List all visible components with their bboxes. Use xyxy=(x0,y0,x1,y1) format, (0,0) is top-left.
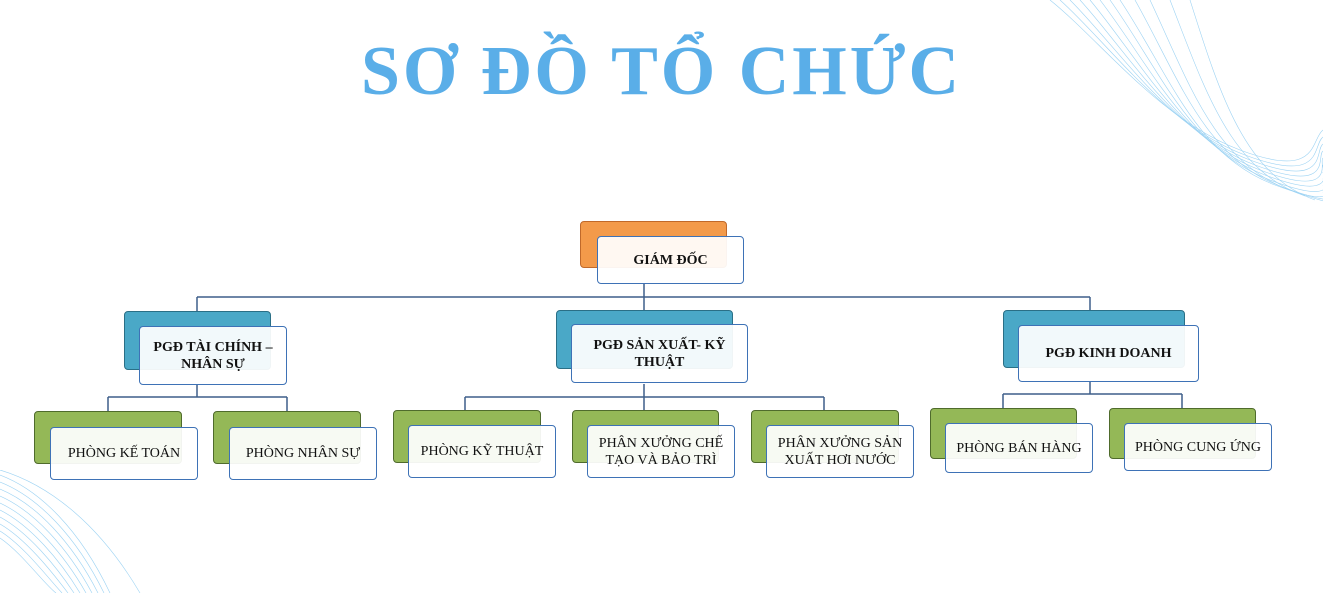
node-deputy-label: PGĐ SẢN XUẤT- KỸ THUẬT xyxy=(571,324,748,383)
node-director-label: GIÁM ĐỐC xyxy=(597,236,744,284)
connector-dept-bus-2 xyxy=(464,384,825,410)
connector-dept-bus-1 xyxy=(107,384,288,411)
node-dept-label: PHÒNG NHÂN SỰ xyxy=(229,427,377,480)
node-dept-label: PHÒNG KẾ TOÁN xyxy=(50,427,198,480)
node-dept-label: PHÂN XƯỞNG CHẾ TẠO VÀ BẢO TRÌ xyxy=(587,425,735,478)
node-deputy-label: PGĐ TÀI CHÍNH – NHÂN SỰ xyxy=(139,326,287,385)
node-deputy-label: PGĐ KINH DOANH xyxy=(1018,325,1199,382)
node-dept-label: PHÂN XƯỞNG SẢN XUẤT HƠI NƯỚC xyxy=(766,425,914,478)
node-dept-label: PHÒNG KỸ THUẬT xyxy=(408,425,556,478)
node-dept-label: PHÒNG BÁN HÀNG xyxy=(945,423,1093,473)
node-dept-label: PHÒNG CUNG ỨNG xyxy=(1124,423,1272,471)
page-title: SƠ ĐỒ TỔ CHỨC xyxy=(360,33,963,110)
connector-dept-bus-3 xyxy=(1002,381,1183,408)
